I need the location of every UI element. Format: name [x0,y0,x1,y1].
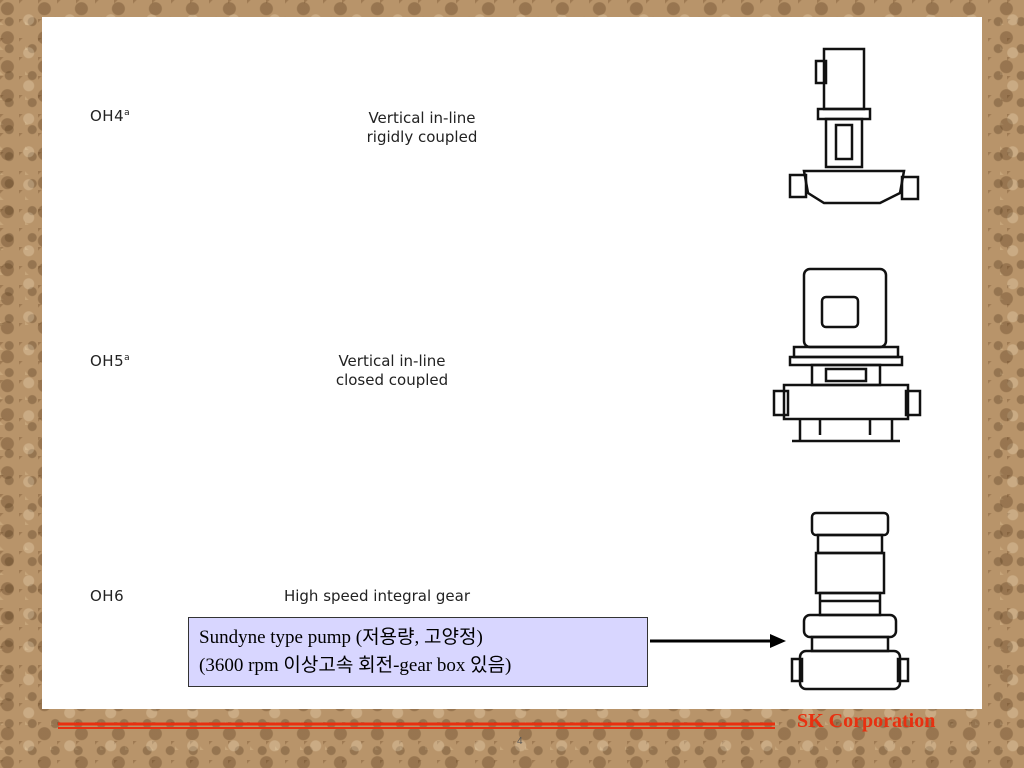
pump-oh4-illustration [788,47,920,205]
callout-arrow-icon [650,634,786,648]
row-desc-oh4: Vertical in-line rigidly coupled [366,109,478,146]
page-number: 4 [517,736,523,747]
row-desc-oh5: Vertical in-line closed coupled [335,352,449,389]
row-code-oh4: OH4a [90,107,131,125]
slide-content: OH4a Vertical in-line rigidly coupled OH… [42,17,982,709]
row-code-oh6: OH6 [90,587,125,605]
sundyne-callout-box: Sundyne type pump (저용량, 고양정) (3600 rpm 이… [188,617,648,687]
row-desc-oh6: High speed integral gear [283,587,471,605]
pump-oh6-illustration [790,511,910,691]
footer-divider-line [58,722,775,729]
callout-line-1: Sundyne type pump (저용량, 고양정) [199,627,483,648]
pump-oh5-illustration [772,267,922,443]
callout-line-2: (3600 rpm 이상고속 회전-gear box 있음) [199,655,512,676]
footer-corporation-name: SK Corporation [797,710,936,732]
row-code-oh5: OH5a [90,352,131,370]
